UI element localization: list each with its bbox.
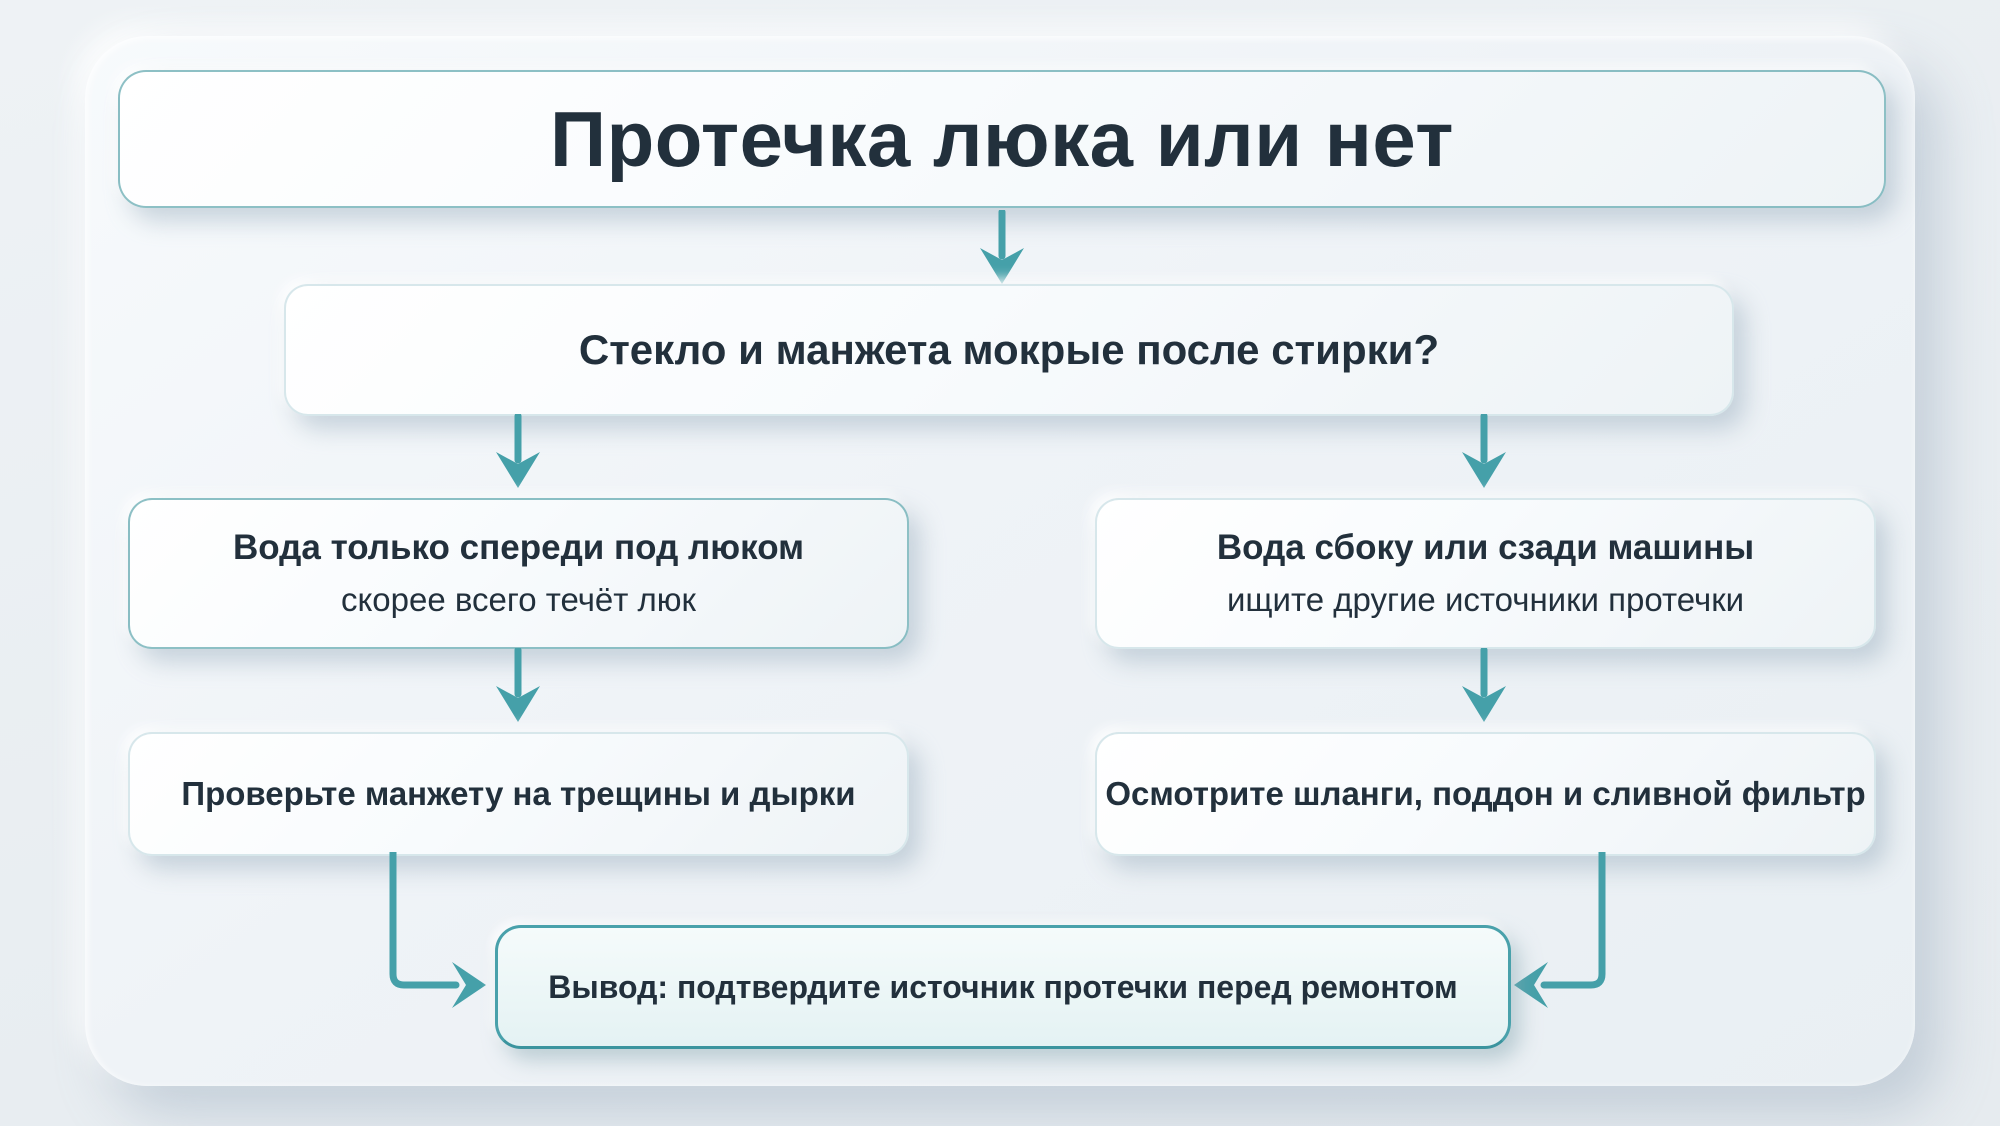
- branch-right-condition: Вода сбоку или сзади машины: [1216, 528, 1755, 567]
- action-right-text: Осмотрите шланги, поддон и сливной фильт…: [1105, 775, 1866, 812]
- arrow-down-icon: [496, 648, 540, 722]
- action-right-box: Осмотрите шланги, поддон и сливной фильт…: [1095, 732, 1876, 856]
- question-box: Стекло и манжета мокрые после стирки?: [284, 284, 1734, 416]
- arrow-down-icon: [496, 414, 540, 488]
- arrow-down-icon: [1462, 648, 1506, 722]
- page-title: Протечка люка или нет: [550, 94, 1454, 183]
- branch-left-note: скорее всего течёт люк: [340, 581, 696, 618]
- branch-left-condition: Вода только спереди под люком: [232, 528, 805, 567]
- branch-right-condition-box: Вода сбоку или сзади машины ищите другие…: [1095, 498, 1876, 649]
- arrow-down-icon: [980, 210, 1024, 284]
- branch-right-note: ищите другие источники протечки: [1226, 581, 1745, 618]
- title-box: Протечка люка или нет: [118, 70, 1886, 208]
- question-text: Стекло и манжета мокрые после стирки?: [578, 326, 1440, 373]
- action-left-text: Проверьте манжету на трещины и дырки: [181, 775, 856, 812]
- conclusion-text: Вывод: подтвердите источник протечки пер…: [548, 968, 1458, 1005]
- elbow-arrow-right-icon: [389, 852, 486, 1008]
- arrow-down-icon: [1462, 414, 1506, 488]
- branch-left-condition-box: Вода только спереди под люком скорее все…: [128, 498, 909, 649]
- action-left-box: Проверьте манжету на трещины и дырки: [128, 732, 909, 856]
- elbow-arrow-left-icon: [1514, 852, 1606, 1008]
- conclusion-box: Вывод: подтвердите источник протечки пер…: [495, 925, 1511, 1049]
